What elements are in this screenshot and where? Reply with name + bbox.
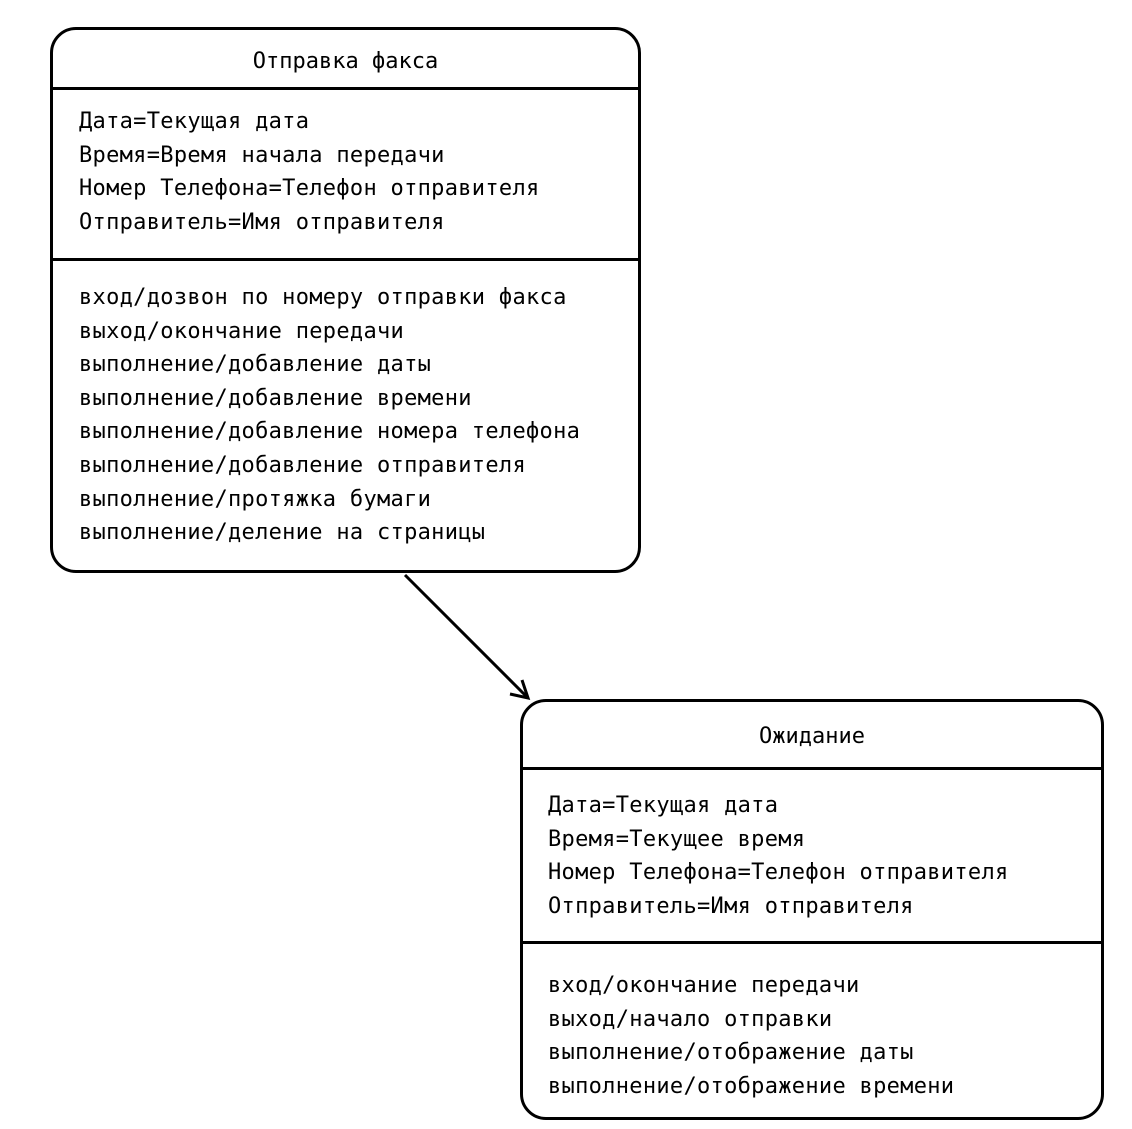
actions-compartment: вход/дозвон по номеру отправки факса вых… — [53, 258, 638, 550]
action-line: выполнение/добавление отправителя — [79, 452, 526, 478]
action-line: выполнение/протяжка бумаги — [79, 486, 432, 512]
state-box-sending-fax: Отправка факса Дата=Текущая дата Время=В… — [50, 27, 641, 573]
action-line: выполнение/деление на страницы — [79, 520, 486, 546]
transition-line — [403, 573, 530, 700]
attributes-compartment: Дата=Текущая дата Время=Время начала пер… — [53, 87, 638, 258]
attribute-line: Дата=Текущая дата — [548, 793, 779, 818]
state-title: Отправка факса — [252, 49, 439, 74]
attribute-line: Дата=Текущая дата — [79, 109, 310, 134]
action-line: выполнение/добавление даты — [79, 352, 432, 378]
attributes-compartment: Дата=Текущая дата Время=Текущее время Но… — [523, 767, 1101, 941]
state-box-waiting: Ожидание Дата=Текущая дата Время=Текущее… — [520, 699, 1104, 1120]
attribute-line: Время=Текущее время — [548, 826, 806, 852]
action-line: выполнение/отображение времени — [548, 1073, 955, 1099]
arrowhead-icon — [509, 679, 531, 701]
attribute-line: Номер Телефона=Телефон отправителя — [548, 860, 1009, 886]
attribute-line: Номер Телефона=Телефон отправителя — [79, 176, 540, 202]
action-line: вход/дозвон по номеру отправки факса — [79, 285, 567, 310]
action-line: выполнение/добавление номера телефона — [79, 419, 581, 445]
state-title: Ожидание — [759, 724, 865, 749]
actions-compartment: вход/окончание передачи выход/начало отп… — [523, 941, 1101, 1103]
action-line: выполнение/отображение даты — [548, 1040, 914, 1066]
attribute-line: Отправитель=Имя отправителя — [548, 893, 914, 919]
attribute-line: Время=Время начала передачи — [79, 142, 445, 168]
action-line: выход/окончание передачи — [79, 318, 405, 344]
action-line: вход/окончание передачи — [548, 973, 860, 998]
action-line: выход/начало отправки — [548, 1006, 833, 1032]
action-line: выполнение/добавление времени — [79, 385, 472, 411]
attribute-line: Отправитель=Имя отправителя — [79, 209, 445, 235]
